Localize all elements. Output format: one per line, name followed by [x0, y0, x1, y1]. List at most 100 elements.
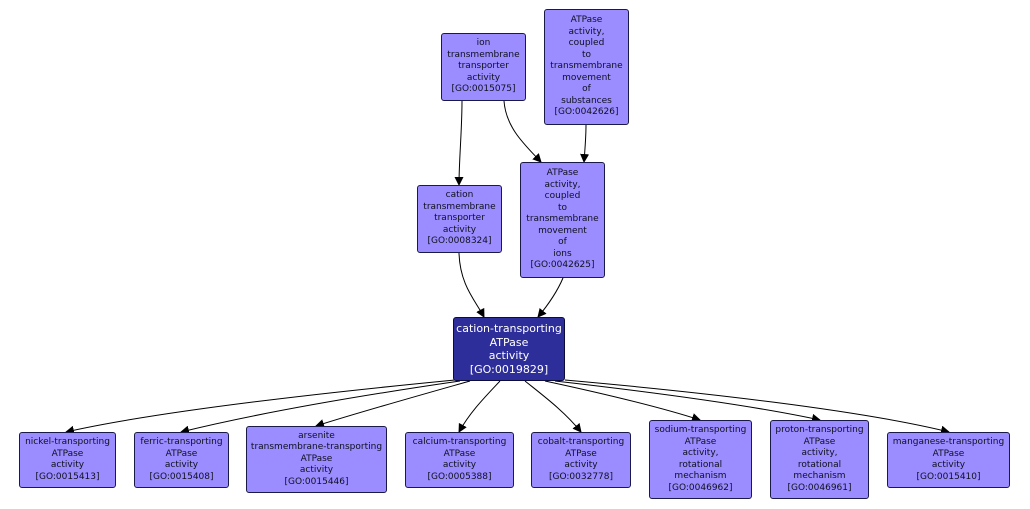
node-label-line: transmembrane — [447, 49, 520, 60]
edge-focus-to-cobalt — [524, 380, 582, 433]
edge-ion-to-atpase-ions — [503, 100, 542, 163]
node-label-line: activity, — [544, 179, 581, 190]
node-label-line: [GO:0015075] — [451, 84, 516, 95]
edge-cation-to-focus — [458, 252, 485, 318]
node-label-line: transmembrane — [423, 201, 496, 212]
node-label-line: manganese-transporting — [892, 437, 1005, 447]
node-label-line: ATPase — [565, 448, 597, 459]
edge-ion-to-cation — [454, 100, 464, 186]
node-label-line: cation-transporting — [456, 322, 562, 335]
edge-focus-to-nickel — [65, 379, 456, 435]
node-label-line: [GO:0015446] — [284, 476, 349, 487]
node-label-line: [GO:0046961] — [787, 482, 852, 493]
node-label-line: ATPase — [300, 453, 333, 464]
node-label-line: of — [582, 84, 591, 95]
node-label-line: activity, — [682, 448, 719, 458]
node-label-line: mechanism — [674, 471, 727, 481]
node-label-line: activity — [442, 460, 477, 470]
node-label-line: [GO:0005388] — [427, 471, 492, 482]
node-label-line: coupled — [568, 38, 605, 49]
node-label-line: ATPase — [51, 448, 84, 459]
edge-focus-to-sodium — [544, 380, 701, 422]
node-label-line: cobalt-transporting — [537, 437, 625, 447]
node-label-line: sodium-transporting — [654, 425, 747, 435]
node-label-line: [GO:0008324] — [427, 236, 492, 247]
node-label-line: activity — [488, 349, 530, 362]
node-label-line: activity — [299, 465, 334, 476]
node-label-line: ATPase — [443, 448, 476, 459]
node-label-line: of — [558, 237, 567, 248]
node-label-line: activity — [50, 460, 85, 470]
node-label-line: [GO:0046962] — [668, 482, 733, 493]
node-label-line: transmembrane — [526, 214, 599, 225]
node-label-line: [GO:0015408] — [149, 471, 214, 482]
edge-atpase-ions-to-focus — [537, 277, 564, 318]
node-label-line: mechanism — [793, 471, 846, 481]
node-label-line: ion — [476, 38, 491, 49]
node-label-line: [GO:0032778] — [548, 471, 614, 482]
edge-focus-to-manganese — [564, 379, 950, 435]
node-label-line: ATPase — [684, 436, 717, 447]
node-label-line: activity, — [801, 448, 838, 458]
node-label-line: arsenite — [298, 430, 335, 441]
node-label-line: transporter — [458, 61, 509, 72]
node-label-line: activity — [564, 460, 598, 470]
node-label-line: activity — [466, 72, 501, 83]
node-label-line: [GO:0019829] — [469, 362, 549, 376]
node-label-line: nickel-transporting — [25, 437, 110, 447]
node-label-line: ATPase — [803, 436, 836, 447]
node-label-line: substances — [561, 95, 612, 106]
node-label-line: activity — [931, 460, 966, 470]
node-label-line: transporter — [434, 213, 485, 224]
edge-focus-to-arsenite — [315, 380, 471, 428]
node-label-line: ATPase — [165, 448, 198, 459]
node-label-line: [GO:0015410] — [916, 471, 981, 482]
node-label-line: ATPase — [932, 448, 965, 459]
node-label-line: to — [557, 202, 568, 213]
node-label-line: ATPase — [570, 15, 603, 26]
node-label-line: [GO:0042626] — [554, 107, 619, 118]
edge-substances-to-atpase-ions — [580, 124, 590, 163]
node-label-line: to — [581, 49, 592, 60]
node-label-line: proton-transporting — [775, 425, 864, 435]
node-label-line: rotational — [797, 459, 842, 470]
node-label-line: calcium-transporting — [412, 437, 507, 447]
node-label-line: activity, — [568, 26, 605, 37]
node-label-line: coupled — [544, 191, 581, 202]
node-label-line: ferric-transporting — [140, 437, 223, 447]
node-label-line: transmembrane — [550, 61, 623, 72]
node-label-line: ATPase — [546, 168, 579, 179]
edge-focus-to-proton — [554, 380, 821, 423]
edge-focus-to-ferric — [180, 380, 461, 435]
node-label-line: ions — [553, 248, 572, 259]
node-label-line: activity — [442, 224, 477, 235]
node-label-line: transmembrane-transporting — [250, 442, 383, 453]
node-label-line: movement — [538, 225, 587, 236]
edge-focus-to-calcium — [458, 380, 501, 433]
